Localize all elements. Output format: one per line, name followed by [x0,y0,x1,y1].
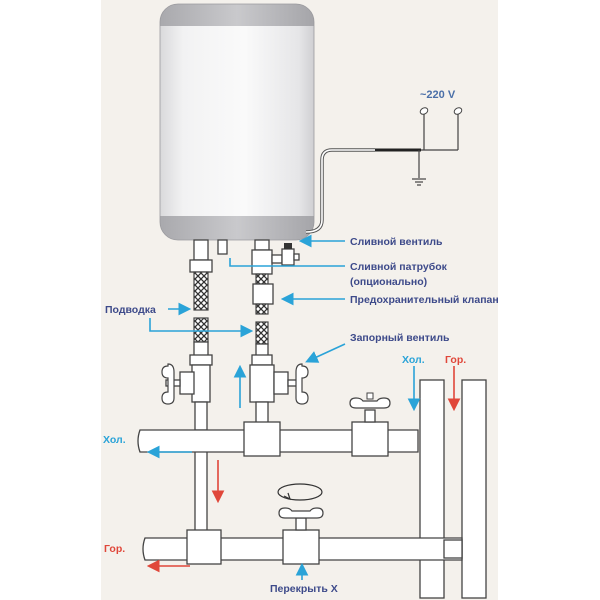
hot-main-pipe [142,517,463,565]
hot-top-label: Гор. [445,354,466,366]
ground-icon [412,178,426,186]
rotate-arrow-icon [277,483,323,501]
water-heater-tank [159,3,315,241]
cold-riser [419,379,445,599]
close-x-label: Перекрыть X [270,583,338,595]
hot-riser [461,379,487,599]
supply-hose-label: Подводка [105,304,156,316]
cold-top-label: Хол. [402,354,425,366]
drain-valve-label: Сливной вентиль [350,236,443,248]
cold-left-label: Хол. [103,434,126,446]
safety-valve-label: Предохранительный клапан [350,294,499,306]
valve-handle-icon [295,363,309,405]
valve-handle-icon [278,507,324,519]
drain-pipe-stub [217,239,228,255]
hot-left-label: Гор. [104,543,125,555]
valve-handle-icon [161,363,175,405]
drain-pipe-optional-label: (опционально) [350,276,427,288]
terminal-icon [419,107,463,115]
shutoff-valve-label: Запорный вентиль [350,332,450,344]
drain-pipe-label: Сливной патрубок [350,261,448,273]
drain-valve-knob-icon [284,243,292,249]
flow-arrows [146,364,461,580]
power-cable [305,114,459,234]
cold-main-pipe [137,409,419,457]
leader-lines [149,234,346,363]
hot-outlet-line [249,239,301,427]
valve-handle-icon [349,392,391,409]
voltage-label: ~220 V [420,89,456,101]
